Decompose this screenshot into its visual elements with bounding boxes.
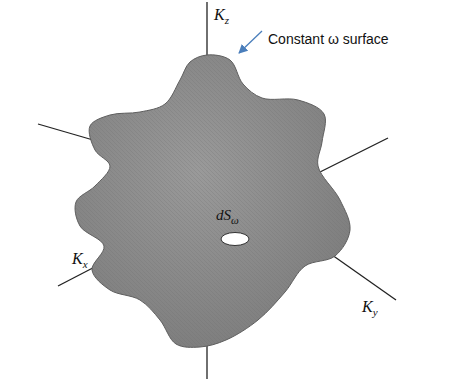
axis-label: Ky: [362, 298, 378, 318]
ky-axis: [325, 250, 396, 300]
surface-element-label: dSω: [216, 207, 239, 226]
constant-omega-surface: [75, 55, 350, 348]
axis-label: Kx: [72, 250, 88, 270]
callout-text: Constant ω surface: [268, 31, 389, 47]
axis-label: Kz: [214, 6, 229, 26]
leader-arrow: [239, 31, 262, 53]
axis-upper-right: [320, 138, 388, 172]
surface-texture: [75, 55, 350, 348]
surface-element: [221, 233, 249, 246]
